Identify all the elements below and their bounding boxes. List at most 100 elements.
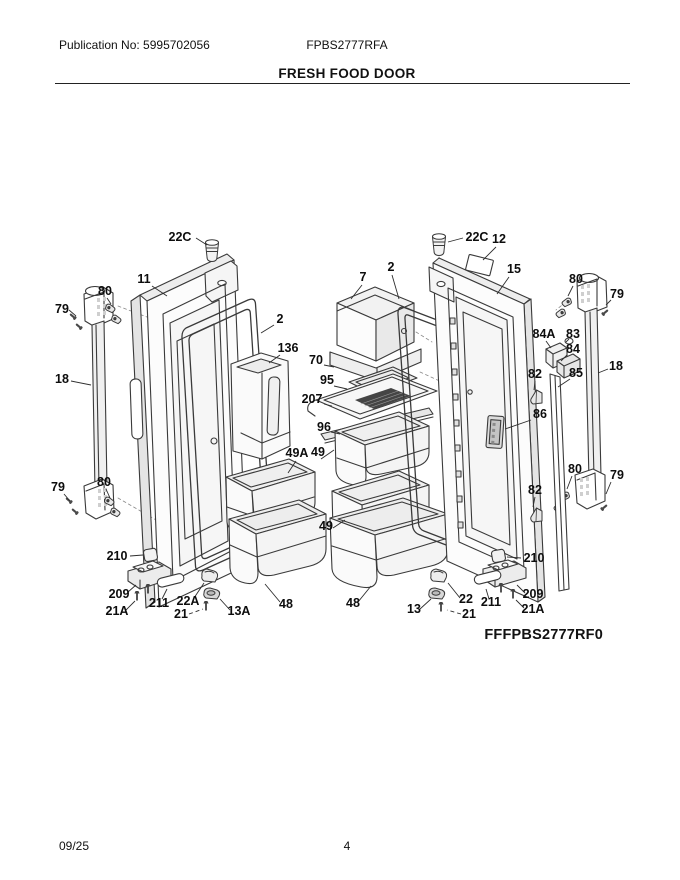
shelf-frame-207 xyxy=(307,373,438,420)
part-label-13a-40: 13A xyxy=(228,604,251,618)
leader-line-136 xyxy=(268,354,281,364)
part-label-79-28: 79 xyxy=(51,480,65,494)
leader-line-210 xyxy=(506,556,522,559)
leader-line-84a xyxy=(545,340,552,349)
header-rule xyxy=(55,83,630,84)
part-label-13-43: 13 xyxy=(407,602,421,616)
part-label-18-19: 18 xyxy=(609,359,623,373)
part-label-12-10: 12 xyxy=(492,232,506,246)
hinge-bracket-cluster xyxy=(545,337,581,379)
door-bin-48-left xyxy=(228,499,327,585)
part-label-22-44: 22 xyxy=(459,592,473,606)
leader-line-85 xyxy=(557,378,571,388)
part-label-85-18: 85 xyxy=(569,366,583,380)
plug-22c-left xyxy=(204,239,220,263)
leader-line-48 xyxy=(357,585,372,603)
part-label-209-35: 209 xyxy=(109,587,130,601)
leader-line-86 xyxy=(504,419,532,430)
part-label-21a-36: 21A xyxy=(106,604,129,618)
part-label-82-30: 82 xyxy=(528,483,542,497)
part-label-210-34: 210 xyxy=(524,551,545,565)
part-label-207-23: 207 xyxy=(302,392,323,406)
part-label-49-26: 49 xyxy=(311,445,325,459)
leader-line-207 xyxy=(323,403,333,407)
leader-line-7 xyxy=(350,284,363,300)
footer-date: 09/25 xyxy=(59,839,90,853)
diagram-code: FFFPBS2777RF0 xyxy=(484,627,603,643)
label-sticker-12 xyxy=(465,253,494,277)
part-label-82-17: 82 xyxy=(528,367,542,381)
leader-line-211 xyxy=(161,588,168,600)
footer-page-number: 4 xyxy=(343,839,351,853)
leader-line-84 xyxy=(560,354,568,362)
leader-line-21 xyxy=(446,609,462,615)
leader-line-15 xyxy=(496,276,510,295)
right-door-panel xyxy=(428,257,546,603)
part-label-86-20: 86 xyxy=(533,407,547,421)
right-door-handle xyxy=(574,272,608,510)
part-label-21-39: 21 xyxy=(174,607,188,621)
part-label-84-16: 84 xyxy=(566,342,580,356)
model-number: FPBS2777RFA xyxy=(306,38,388,52)
shim-211-left xyxy=(156,573,185,588)
leader-line-2 xyxy=(391,274,400,300)
leader-line-79 xyxy=(605,299,612,306)
leader-line-21a xyxy=(125,600,136,611)
leader-line-18 xyxy=(70,380,92,386)
leader-line-210 xyxy=(129,554,144,557)
leader-line-22c xyxy=(195,237,208,246)
part-label-211-46: 211 xyxy=(481,595,501,609)
leader-line-48 xyxy=(264,583,281,603)
part-label-80-31: 80 xyxy=(568,462,582,476)
part-label-21-45: 21 xyxy=(462,607,476,621)
leader-line-82 xyxy=(533,380,536,391)
leader-line-21 xyxy=(188,608,204,615)
part-label-80-2: 80 xyxy=(98,284,112,298)
shim-211-right xyxy=(473,570,502,585)
part-label-70-21: 70 xyxy=(309,353,323,367)
part-label-7-7: 7 xyxy=(360,270,367,284)
leader-line-79 xyxy=(605,481,612,495)
part-label-22c-9: 22C xyxy=(466,230,489,244)
leader-line-18 xyxy=(597,368,609,374)
leader-line-80 xyxy=(566,475,573,490)
part-label-80-12: 80 xyxy=(569,272,583,286)
hinge-cap-22 xyxy=(430,568,448,583)
leader-line-49 xyxy=(320,449,335,460)
trim-strip-85 xyxy=(549,373,570,592)
part-label-84a-14: 84A xyxy=(533,327,556,341)
part-label-95-22: 95 xyxy=(320,373,334,387)
leader-line-79 xyxy=(68,309,77,317)
part-label-209-47: 209 xyxy=(523,587,544,601)
hinge-cover-13 xyxy=(428,587,446,600)
end-cap-210-left xyxy=(142,547,159,563)
door-connector-86 xyxy=(485,415,505,449)
part-label-21a-48: 21A xyxy=(522,602,545,616)
left-door-panel xyxy=(129,253,247,609)
leader-line-49 xyxy=(332,519,346,529)
leader-line-22c xyxy=(447,237,464,243)
part-label-79-32: 79 xyxy=(610,468,624,482)
part-label-49-29: 49 xyxy=(319,519,333,533)
plug-22c-right xyxy=(431,233,447,257)
publication-number: Publication No: 5995702056 xyxy=(59,38,210,52)
leader-line-209 xyxy=(516,584,526,594)
leader-line-95 xyxy=(333,385,348,390)
ice-container xyxy=(329,286,422,382)
part-label-80-27: 80 xyxy=(97,475,111,489)
leader-line-13a xyxy=(219,598,231,611)
leader-line-11 xyxy=(151,285,168,297)
part-label-79-13: 79 xyxy=(610,287,624,301)
leader-line-96 xyxy=(330,431,341,435)
leader-line-2 xyxy=(260,324,275,334)
leader-line-22a xyxy=(193,582,205,599)
part-label-136-6: 136 xyxy=(278,341,299,355)
part-label-210-33: 210 xyxy=(107,549,128,563)
part-label-22a-38: 22A xyxy=(177,594,200,608)
part-label-211-37: 211 xyxy=(149,596,169,610)
part-label-2-8: 2 xyxy=(388,260,395,274)
leader-line-49a xyxy=(287,460,297,474)
page-title: FRESH FOOD DOOR xyxy=(278,66,416,81)
